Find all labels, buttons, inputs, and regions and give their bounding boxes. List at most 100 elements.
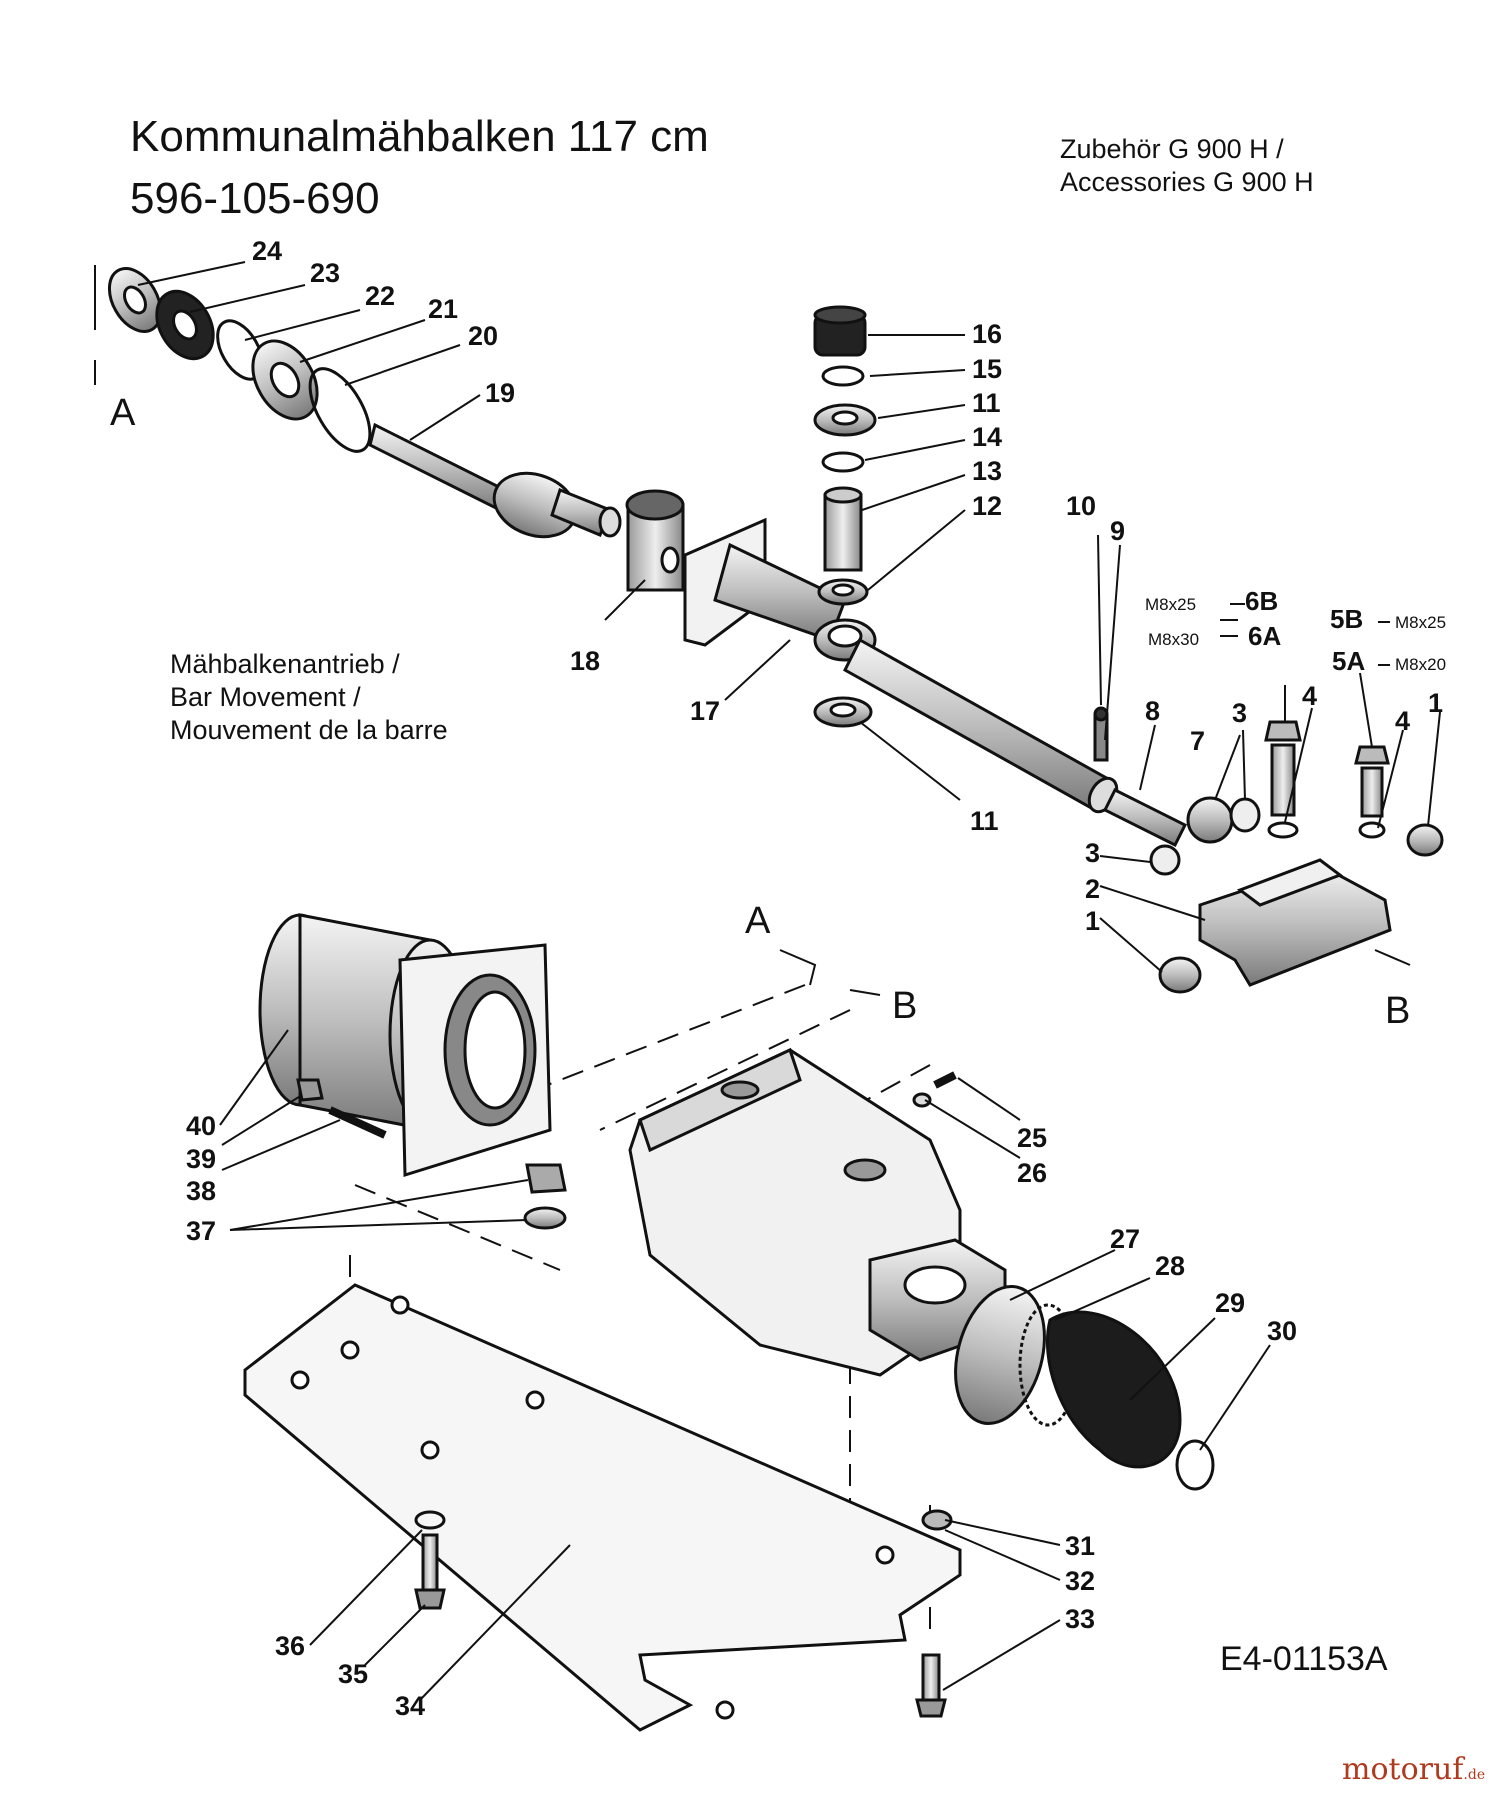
lever-17 — [683, 517, 877, 662]
label-31: 31 — [1065, 1531, 1095, 1561]
washer-36 — [414, 1510, 446, 1530]
drive-shaft-19 — [368, 422, 622, 539]
marker-b-right: B — [1385, 990, 1411, 1032]
label-38: 38 — [186, 1176, 216, 1206]
label-1-left: 1 — [1085, 906, 1100, 936]
nut-31 — [921, 1509, 953, 1531]
marker-a-top: A — [110, 392, 136, 434]
accessory-label-de: Zubehör G 900 H / — [1060, 134, 1284, 164]
watermark-tld: .de — [1463, 1767, 1486, 1783]
label-39: 39 — [186, 1144, 216, 1174]
fastener-cluster — [1093, 706, 1444, 994]
spec-m8x25-left: M8x25 — [1145, 595, 1196, 614]
marker-b-mid: B — [892, 985, 918, 1027]
leader-lines — [137, 261, 1441, 1701]
plug-3-right — [1229, 797, 1261, 833]
label-22: 22 — [365, 281, 395, 311]
drawing-code: E4-01153A — [1220, 1640, 1388, 1678]
label-6a: 6A — [1248, 621, 1281, 651]
coupling-18 — [625, 489, 685, 592]
label-9: 9 — [1110, 516, 1125, 546]
label-34: 34 — [395, 1691, 425, 1721]
label-3-left: 3 — [1085, 838, 1100, 868]
bolt-35 — [421, 1533, 439, 1592]
label-6b: 6B — [1245, 586, 1278, 616]
part-number-title: 596-105-690 — [130, 174, 380, 223]
spec-m8x25-right: M8x25 — [1395, 613, 1446, 632]
pin-8 — [1102, 787, 1188, 848]
label-14: 14 — [972, 422, 1002, 452]
bolt-5a — [1360, 766, 1384, 818]
label-40: 40 — [186, 1111, 216, 1141]
bearing-stack-left — [107, 267, 372, 453]
caption-de: Mähbalkenantrieb / — [170, 649, 400, 679]
label-37: 37 — [186, 1216, 216, 1246]
boot-29 — [1045, 1310, 1182, 1469]
label-36: 36 — [275, 1631, 305, 1661]
ring-15 — [821, 365, 865, 387]
label-15: 15 — [972, 354, 1002, 384]
block-7 — [1186, 796, 1234, 844]
label-20: 20 — [468, 321, 498, 351]
caption-en: Bar Movement / — [170, 682, 361, 712]
label-16: 16 — [972, 319, 1002, 349]
diagram-title: Kommunalmähbalken 117 cm — [130, 112, 709, 161]
plug-3-left — [1149, 844, 1181, 876]
label-27: 27 — [1110, 1224, 1140, 1254]
label-11-bottom: 11 — [970, 806, 999, 836]
watermark-logo: motoruf.de — [1342, 1752, 1485, 1787]
spec-m8x30: M8x30 — [1148, 630, 1199, 649]
label-35: 35 — [338, 1659, 368, 1689]
circlip-20 — [308, 367, 372, 453]
label-1-right: 1 — [1428, 688, 1443, 718]
watermark-brand: motoruf — [1342, 1752, 1464, 1787]
label-7: 7 — [1190, 726, 1205, 756]
label-21: 21 — [428, 294, 458, 324]
label-10: 10 — [1066, 491, 1096, 521]
clamp-30 — [1175, 1439, 1215, 1491]
label-4-right: 4 — [1395, 706, 1410, 736]
label-13: 13 — [972, 456, 1002, 486]
base-plate-34 — [243, 1283, 962, 1732]
label-5b: 5B — [1330, 604, 1363, 634]
gearbox-housing — [628, 1047, 1007, 1377]
label-4-left: 4 — [1302, 681, 1317, 711]
label-18: 18 — [570, 646, 600, 676]
seal-27 — [954, 1285, 1046, 1425]
bushing-1-right — [1406, 823, 1444, 857]
caption-fr: Mouvement de la barre — [170, 715, 448, 745]
label-8: 8 — [1145, 696, 1160, 726]
screw-25 — [912, 1071, 957, 1108]
marker-a-mid: A — [745, 900, 771, 942]
accessory-label-en: Accessories G 900 H — [1060, 167, 1314, 197]
label-5a: 5A — [1332, 646, 1365, 676]
part-labels: 24 23 22 21 20 19 16 15 11 14 13 12 10 9… — [186, 236, 1446, 1721]
label-23: 23 — [310, 258, 340, 288]
label-2: 2 — [1085, 874, 1100, 904]
bolt-37 — [523, 1163, 567, 1230]
vertical-stack — [813, 305, 877, 728]
label-3-right: 3 — [1232, 698, 1247, 728]
bolt-6a — [1270, 743, 1296, 817]
bolt-33 — [921, 1653, 941, 1702]
label-25: 25 — [1017, 1123, 1047, 1153]
label-19: 19 — [485, 378, 515, 408]
output-shaft — [843, 637, 1188, 848]
label-33: 33 — [1065, 1604, 1095, 1634]
label-11-top: 11 — [972, 388, 1001, 418]
washer-4-left — [1267, 821, 1299, 839]
spec-m8x20: M8x20 — [1395, 655, 1446, 674]
boot-assembly — [954, 1285, 1215, 1491]
label-24: 24 — [252, 236, 282, 266]
label-17: 17 — [690, 696, 720, 726]
screw-39 — [296, 1078, 387, 1139]
label-29: 29 — [1215, 1288, 1245, 1318]
label-30: 30 — [1267, 1316, 1297, 1346]
label-12: 12 — [972, 491, 1002, 521]
motor-40 — [258, 913, 552, 1178]
ring-14 — [821, 451, 865, 473]
label-26: 26 — [1017, 1158, 1047, 1188]
bushing-13 — [823, 493, 863, 572]
label-32: 32 — [1065, 1566, 1095, 1596]
